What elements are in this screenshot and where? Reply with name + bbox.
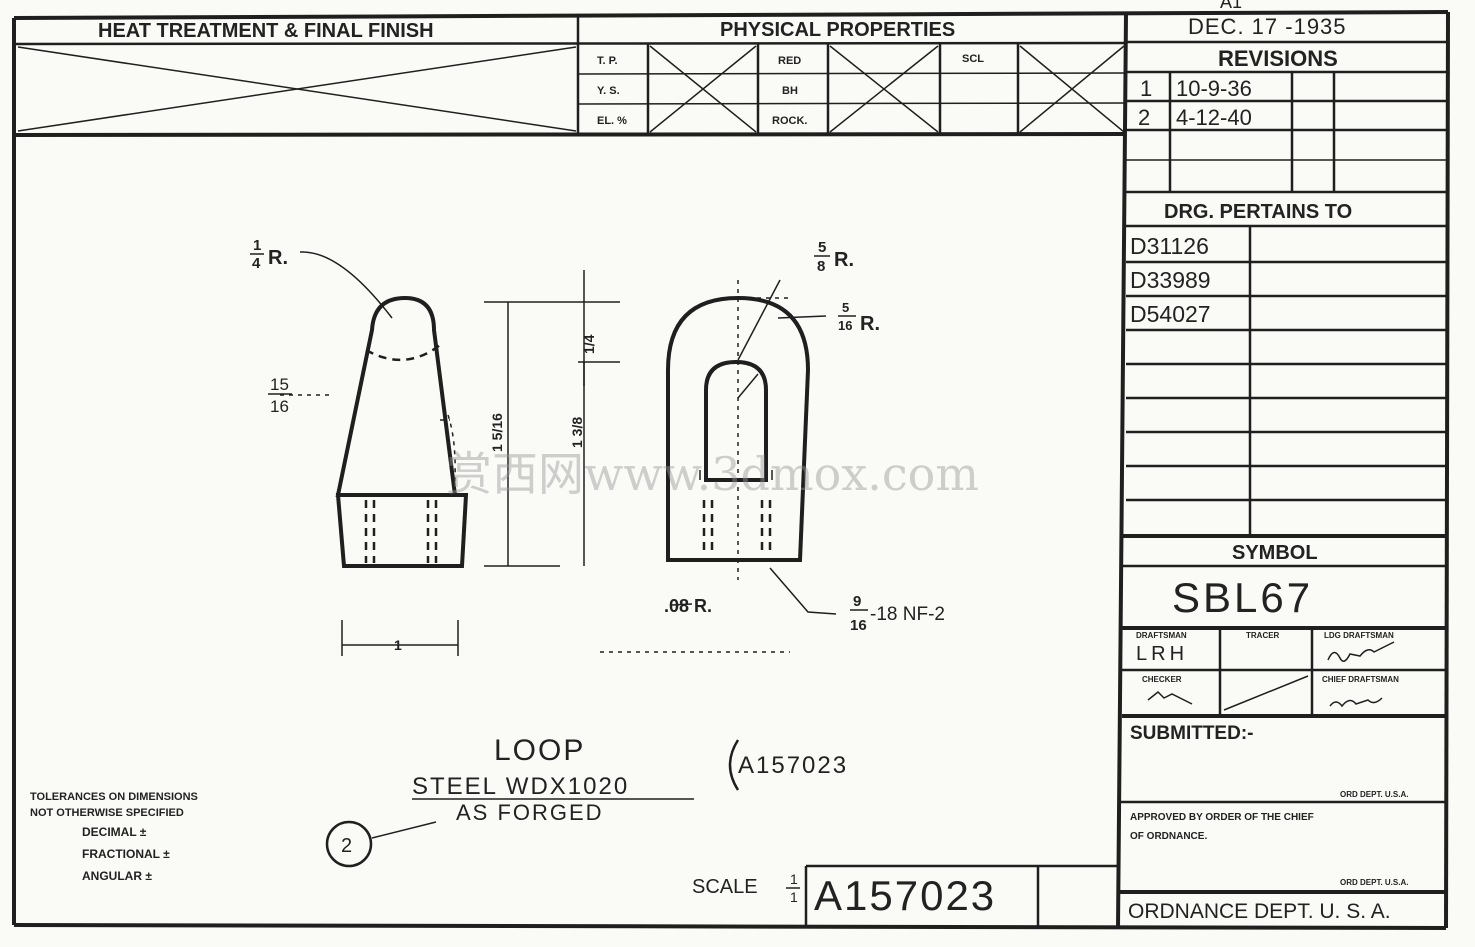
tolerance-decimal: DECIMAL ± [82,825,147,839]
revisions-title: REVISIONS [1218,46,1338,71]
part-name: LOOP [494,734,585,767]
prop-red: RED [778,55,801,67]
physical-properties-box: PHYSICAL PROPERTIES T. P. Y. S. EL. % RE… [577,19,1127,134]
submitted-dept: ORD DEPT. U.S.A. [1340,790,1408,799]
watermark-text: 赏西网www.3dmox.com [446,447,979,501]
thread-num: 9 [853,593,861,610]
r516-suffix: R. [860,313,880,335]
item-balloon [325,820,373,868]
prop-bh: BH [782,85,798,97]
approved-dept: ORD DEPT. U.S.A. [1340,878,1408,887]
dimension-lines [280,251,837,839]
pertains-item-2: D33989 [1130,267,1211,293]
prop-rock: ROCK. [772,115,807,127]
revision-2-no: 2 [1138,105,1150,130]
pertains-item-3: D54027 [1130,301,1211,327]
scale-den: 1 [790,889,798,905]
fillet-label: .08 R. [664,596,712,616]
symbol-title: SYMBOL [1232,542,1318,564]
chief-signature-scribble [1329,697,1383,708]
part-number-circled: A157023 [738,752,848,779]
submitted-label: SUBMITTED:- [1130,723,1253,744]
tolerance-angular: ANGULAR ± [82,869,152,883]
tolerance-line-1: TOLERANCES ON DIMENSIONS [30,791,198,803]
height-15-num: 15 [270,375,289,394]
tracer-label: TRACER [1246,631,1280,640]
r516-den: 16 [838,318,852,333]
r58-den: 8 [817,258,825,275]
revision-1-date: 10-9-36 [1176,76,1252,101]
approved-text-2: OF ORDNANCE. [1130,831,1207,842]
dim-b: 1 3/8 [569,417,585,448]
heat-treatment-title: HEAT TREATMENT & FINAL FINISH [98,20,434,42]
drawing-number: A157023 [814,872,996,919]
ordnance-dept: ORDNANCE DEPT. U. S. A. [1128,900,1391,923]
dimension-labels: 1 4 R. 15 16 5 8 R. 5 16 R. 1/4 1 5/16 1… [250,237,945,653]
dim-a: 1 5/16 [489,413,505,452]
checker-label: CHECKER [1142,675,1182,684]
title-column: A1 DEC. 17 -1935 REVISIONS 1 10-9-36 2 4… [1118,0,1446,923]
r58-num: 5 [818,239,826,256]
r-quarter-suffix: R. [268,247,288,269]
part-condition: AS FORGED [456,800,604,825]
physical-properties-title: PHYSICAL PROPERTIES [720,19,955,41]
r58-suffix: R. [834,249,854,271]
drawing-date: DEC. 17 -1935 [1188,14,1347,39]
symbol-value: SBL67 [1172,574,1313,621]
chief-draftsman-label: CHIEF DRAFTSMAN [1322,675,1399,684]
front-view [666,279,811,580]
pertains-title: DRG. PERTAINS TO [1164,201,1352,223]
heat-treatment-box: HEAT TREATMENT & FINAL FINISH [17,20,577,132]
prop-el: EL. % [597,115,627,127]
part-material: STEEL WDX1020 [412,773,629,800]
scale-num: 1 [790,871,798,887]
tolerance-block: TOLERANCES ON DIMENSIONS NOT OTHERWISE S… [30,791,198,883]
tolerance-fractional: FRACTIONAL ± [82,847,170,861]
r516-num: 5 [842,300,849,315]
r-quarter-den: 4 [252,255,261,272]
drawing-number-box: SCALE 1 1 A157023 [692,864,1118,928]
side-view [335,295,469,568]
width-label: 1 [394,637,402,653]
pertains-item-1: D31126 [1130,233,1209,259]
ldg-draftsman-label: LDG DRAFTSMAN [1324,631,1394,640]
tracer-signature-line [1223,675,1309,711]
revision-2-date: 4-12-40 [1176,105,1252,130]
prop-scl: SCL [962,53,984,65]
item-balloon-number: 2 [341,835,352,857]
approved-text: APPROVED BY ORDER OF THE CHIEF [1130,812,1314,823]
part-notes: LOOP STEEL WDX1020 AS FORGED A157023 2 [325,734,848,868]
tolerance-line-2: NOT OTHERWISE SPECIFIED [30,807,184,819]
checker-signature-scribble [1147,690,1193,705]
part-number-bracket [728,739,740,791]
top-cut-text: A1 [1220,0,1242,12]
scale-label: SCALE [692,876,758,898]
prop-ys: Y. S. [597,85,620,97]
prop-tp: T. P. [597,55,618,67]
draftsman-value: LRH [1136,643,1188,665]
sheet-frame [12,10,1450,930]
height-15-den: 16 [270,397,289,416]
draftsman-label: DRAFTSMAN [1136,631,1187,640]
thread-spec: -18 NF-2 [870,604,945,625]
thread-den: 16 [850,617,867,634]
revision-1-no: 1 [1140,76,1152,101]
gap-note: 1/4 [581,334,597,354]
ldg-signature-scribble [1327,641,1395,662]
r-quarter-num: 1 [253,237,261,254]
